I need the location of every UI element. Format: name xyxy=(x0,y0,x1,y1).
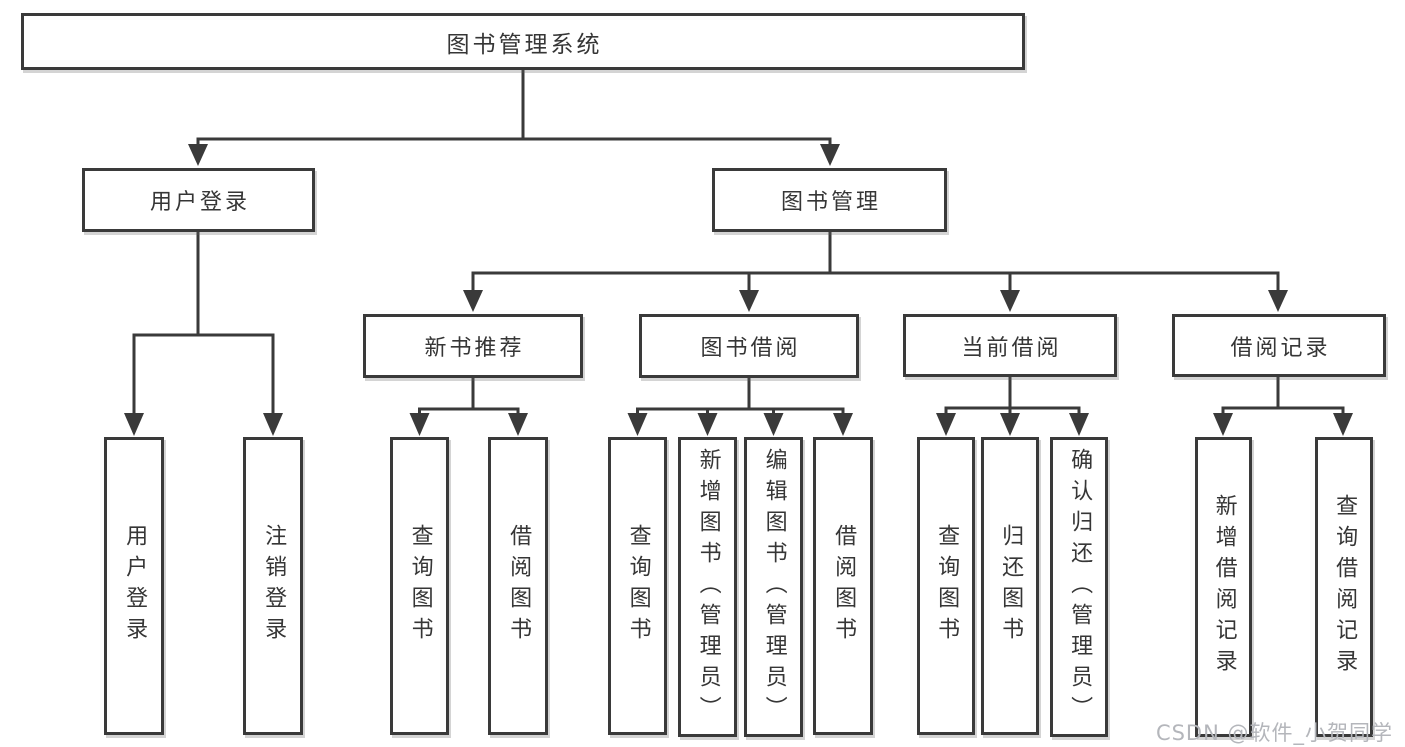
node-book-management: 图书管理 xyxy=(712,168,947,232)
leaf-add-borrow-record: 新增借阅记录 xyxy=(1195,437,1252,737)
leaf-edit-books-admin: 编辑图书（管理员） xyxy=(744,437,803,737)
leaf-logout: 注销登录 xyxy=(243,437,303,735)
leaf-add-books-admin: 新增图书（管理员） xyxy=(678,437,737,737)
leaf-borrow-books-1: 借阅图书 xyxy=(488,437,548,735)
node-borrow-records: 借阅记录 xyxy=(1172,314,1386,377)
node-book-borrowing: 图书借阅 xyxy=(639,314,859,378)
leaf-confirm-return-admin: 确认归还（管理员） xyxy=(1050,437,1108,737)
node-library-system: 图书管理系统 xyxy=(21,13,1025,70)
leaf-query-books-1: 查询图书 xyxy=(390,437,449,735)
arrowheads xyxy=(124,144,1353,436)
node-new-book-recommend: 新书推荐 xyxy=(363,314,583,378)
node-user-login: 用户登录 xyxy=(82,168,315,232)
leaf-query-books-2: 查询图书 xyxy=(608,437,667,735)
leaf-user-login: 用户登录 xyxy=(104,437,164,735)
leaf-query-books-3: 查询图书 xyxy=(917,437,975,735)
leaf-borrow-books-2: 借阅图书 xyxy=(813,437,873,735)
leaf-return-books: 归还图书 xyxy=(981,437,1039,735)
csdn-watermark: CSDN @软件_小贺同学 xyxy=(1155,721,1393,745)
node-current-borrowing: 当前借阅 xyxy=(903,314,1117,377)
leaf-query-borrow-record: 查询借阅记录 xyxy=(1315,437,1373,737)
